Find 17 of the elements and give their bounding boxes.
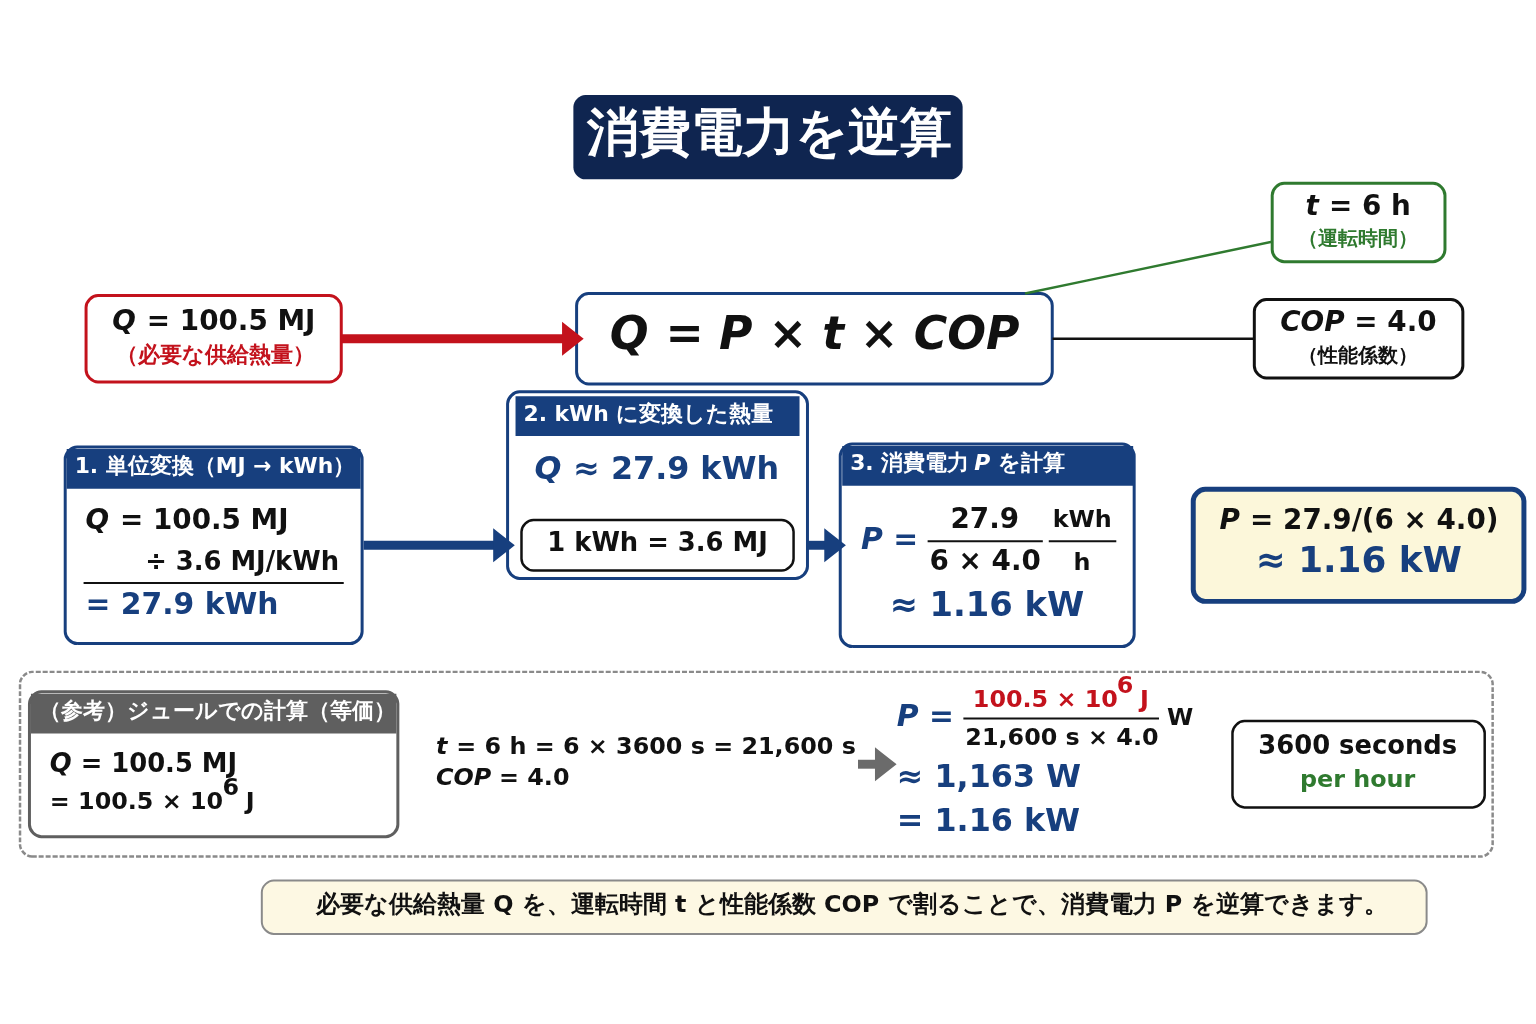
node-box: COP = 4.0 （性能係数） <box>1252 297 1465 379</box>
connector <box>1024 240 1273 295</box>
node-box: Q = 100.5 MJ （必要な供給熱量） <box>84 293 343 383</box>
node-box: 1 kWh = 3.6 MJ <box>520 518 795 572</box>
arrow <box>363 527 515 562</box>
connector <box>1052 337 1255 340</box>
arrow <box>858 746 897 781</box>
cluster <box>18 670 1494 858</box>
node-box: Q = P × t × COP <box>575 291 1054 385</box>
node-box: 3600 seconds per hour <box>1231 719 1486 809</box>
arrow <box>341 321 584 356</box>
arrow <box>807 527 846 562</box>
node-text: t = 6 h = 6 × 3600 s = 21,600 s COP = 4.0 <box>436 731 856 791</box>
diagram-title: 消費電力を逆算 <box>587 101 953 162</box>
node-box: P = 27.9/(6 × 4.0) ≈ 1.16 kW <box>1190 486 1527 604</box>
node-box: 必要な供給熱量 Q を、運転時間 t と性能係数 COP で割ることで、消費電力 P を逆算できます。 <box>260 878 1428 935</box>
node-box: t = 6 h （運転時間） <box>1270 181 1447 263</box>
